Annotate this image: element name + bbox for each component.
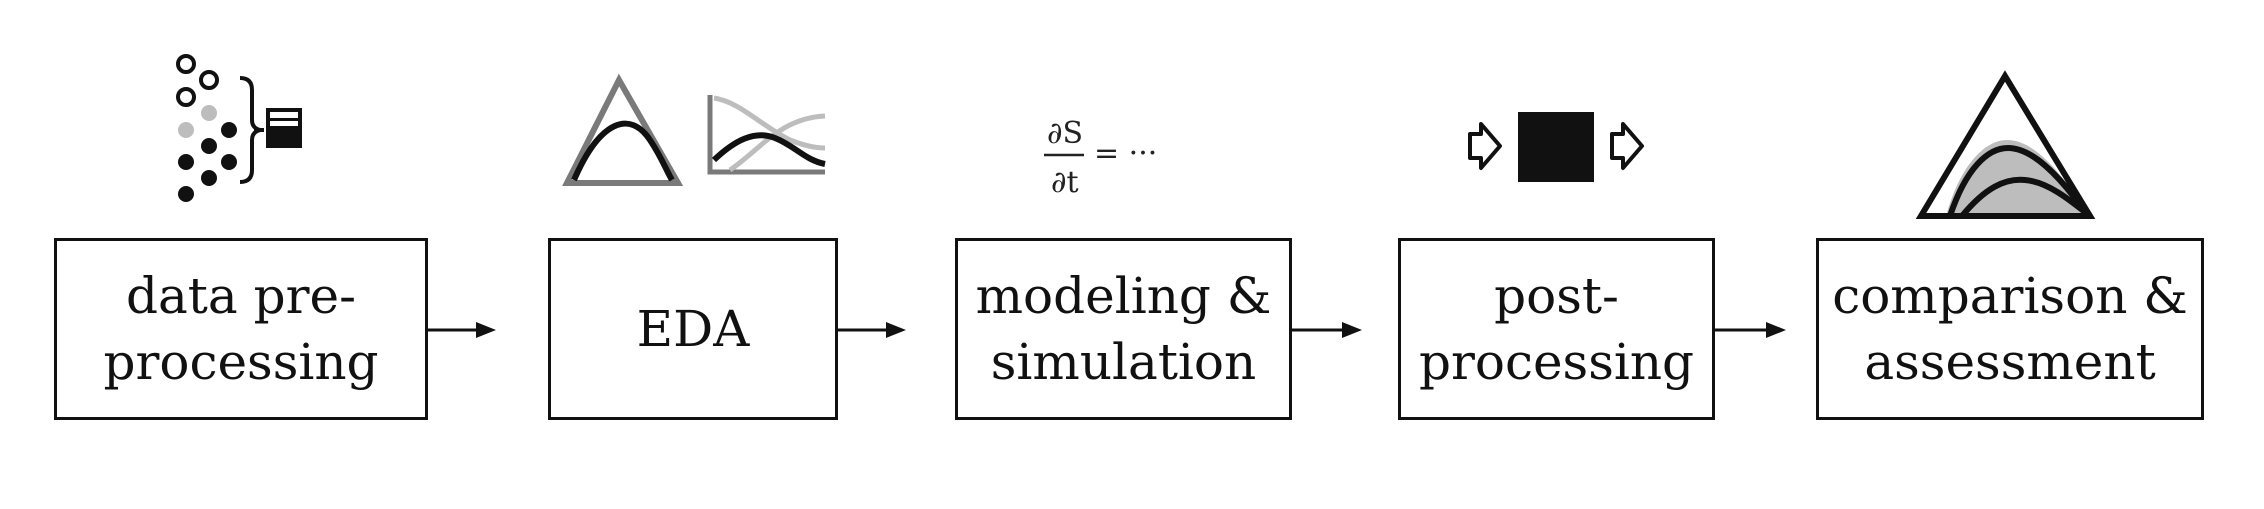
black-box-icon (1468, 112, 1644, 182)
step-box-post-processing: post- processing (1398, 238, 1715, 420)
step-label: post- processing (1418, 267, 1695, 391)
arrow-3 (1292, 322, 1362, 338)
step-label: modeling & simulation (975, 267, 1272, 391)
eda-plots-icon (562, 73, 826, 186)
ternary-comparison-icon (1915, 70, 2096, 219)
pde-equation-icon: ∂S ∂t = ··· (1044, 116, 1157, 200)
step-label: EDA (636, 300, 750, 358)
step-label: data pre- processing (103, 267, 379, 391)
equation-rest: = ··· (1094, 136, 1157, 171)
step-box-comparison-assessment: comparison & assessment (1816, 238, 2204, 420)
arrow-4 (1715, 322, 1786, 338)
arrow-1 (428, 322, 496, 338)
step-box-data-preprocessing: data pre- processing (54, 238, 428, 420)
black-box (1518, 112, 1594, 182)
input-arrow-icon (1468, 122, 1502, 170)
data-points-icon (176, 54, 302, 202)
step-label: comparison & assessment (1832, 267, 2188, 391)
output-arrow-icon (1610, 122, 1644, 170)
arrow-2 (838, 322, 906, 338)
equation-numerator: ∂S (1047, 116, 1083, 151)
step-box-modeling-simulation: modeling & simulation (955, 238, 1292, 420)
equation-denominator: ∂t (1051, 165, 1079, 200)
step-box-eda: EDA (548, 238, 838, 420)
flow-arrows (428, 322, 1786, 338)
